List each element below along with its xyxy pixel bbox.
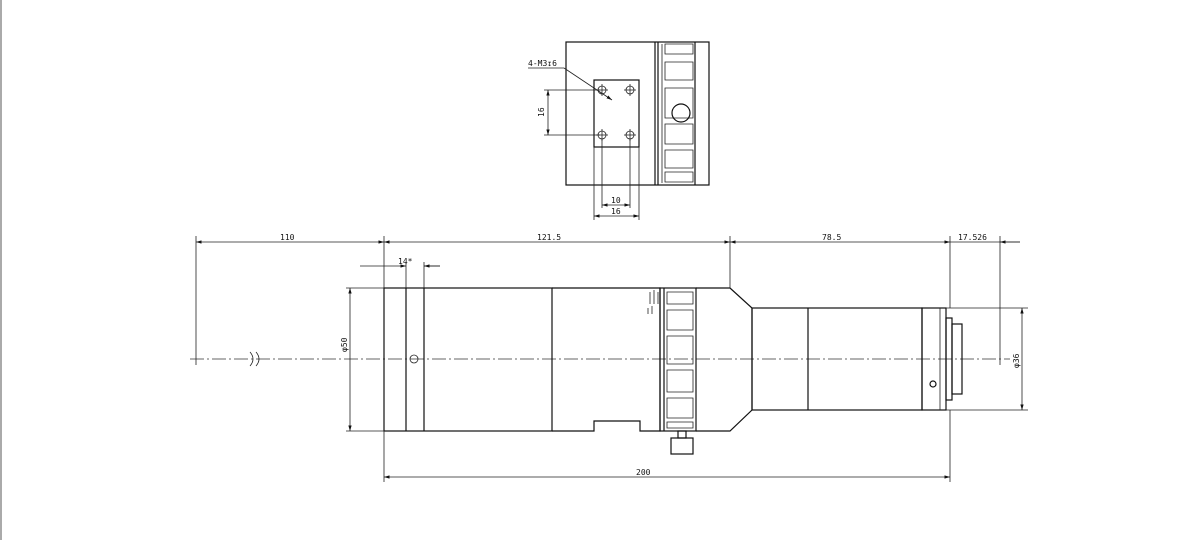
dim-total-length: 200: [636, 468, 651, 477]
side-view: 110 121.5 78.5 17.526 14* φ50 φ36 200: [190, 233, 1028, 482]
dim-ring-width: 14*: [398, 257, 413, 266]
set-screw: [409, 354, 419, 364]
dim-inner-width: 10: [611, 196, 621, 205]
dim-working-distance: 110: [280, 233, 295, 242]
dim-vertical: 16: [537, 107, 546, 117]
focus-knob-side: [677, 430, 687, 439]
front-barrel: [383, 287, 553, 432]
dim-diameter-front: φ50: [340, 337, 349, 352]
top-view-ribs: [661, 43, 694, 183]
dim-outer-width: 16: [611, 207, 621, 216]
focus-ring: [659, 287, 697, 432]
rear-screw: [929, 380, 937, 388]
dim-segment-3: 17.526: [958, 233, 987, 242]
rear-taper: [696, 287, 753, 432]
top-view: 4-M3↧6 16 10 16: [528, 41, 710, 220]
dim-segment-1: 121.5: [537, 233, 561, 242]
top-view-body: [565, 41, 710, 186]
thread-callout: 4-M3↧6: [528, 59, 557, 68]
dim-diameter-mount: φ36: [1012, 353, 1021, 368]
focus-ring-ribs: [666, 291, 694, 429]
mount-plate: [593, 79, 640, 148]
mid-barrel: [552, 287, 661, 432]
scale-marks: [647, 290, 659, 314]
focus-knob: [671, 103, 691, 123]
break-symbol: [249, 351, 260, 367]
dim-segment-2: 78.5: [822, 233, 841, 242]
